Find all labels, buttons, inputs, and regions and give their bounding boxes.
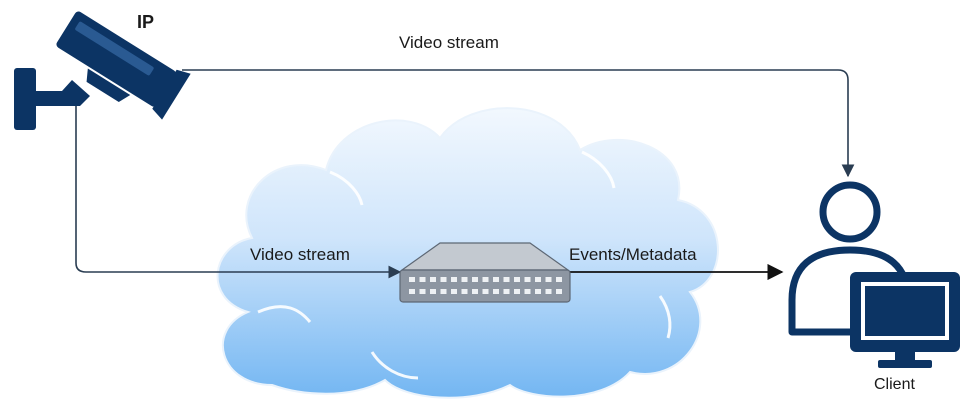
switch-port bbox=[503, 277, 510, 282]
switch-port bbox=[409, 289, 415, 294]
switch-port bbox=[482, 277, 489, 282]
switch-port bbox=[451, 289, 457, 294]
switch-port bbox=[419, 289, 426, 294]
switch-port bbox=[461, 289, 468, 294]
switch-port bbox=[430, 277, 436, 282]
switch-port bbox=[430, 289, 436, 294]
switch-port bbox=[461, 277, 468, 282]
switch-port bbox=[535, 277, 541, 282]
switch-port bbox=[545, 289, 552, 294]
switch-port bbox=[524, 277, 531, 282]
switch-port bbox=[493, 289, 499, 294]
switch-port bbox=[535, 289, 541, 294]
switch-port bbox=[556, 289, 562, 294]
camera-label: IP bbox=[137, 12, 155, 32]
switch-port bbox=[451, 277, 457, 282]
switch-port bbox=[524, 289, 531, 294]
switch-port bbox=[440, 277, 447, 282]
switch-port bbox=[419, 277, 426, 282]
switch-port bbox=[472, 289, 478, 294]
cloud-video-stream-connector bbox=[75, 106, 402, 279]
network-switch-icon bbox=[399, 242, 571, 303]
client-label: Client bbox=[874, 376, 915, 393]
switch-port bbox=[556, 277, 562, 282]
cloud-video-stream-label: Video stream bbox=[250, 245, 350, 264]
events-metadata-label: Events/Metadata bbox=[569, 245, 697, 264]
ip-camera-icon bbox=[14, 11, 191, 130]
top-video-stream-label: Video stream bbox=[399, 33, 499, 52]
switch-port bbox=[493, 277, 499, 282]
top-video-stream-connector bbox=[182, 69, 855, 178]
switch-port bbox=[545, 277, 552, 282]
switch-port bbox=[409, 277, 415, 282]
switch-port bbox=[503, 289, 510, 294]
switch-port bbox=[514, 277, 520, 282]
switch-port bbox=[472, 277, 478, 282]
switch-port bbox=[440, 289, 447, 294]
monitor-icon bbox=[850, 272, 960, 368]
switch-port bbox=[514, 289, 520, 294]
switch-port bbox=[482, 289, 489, 294]
